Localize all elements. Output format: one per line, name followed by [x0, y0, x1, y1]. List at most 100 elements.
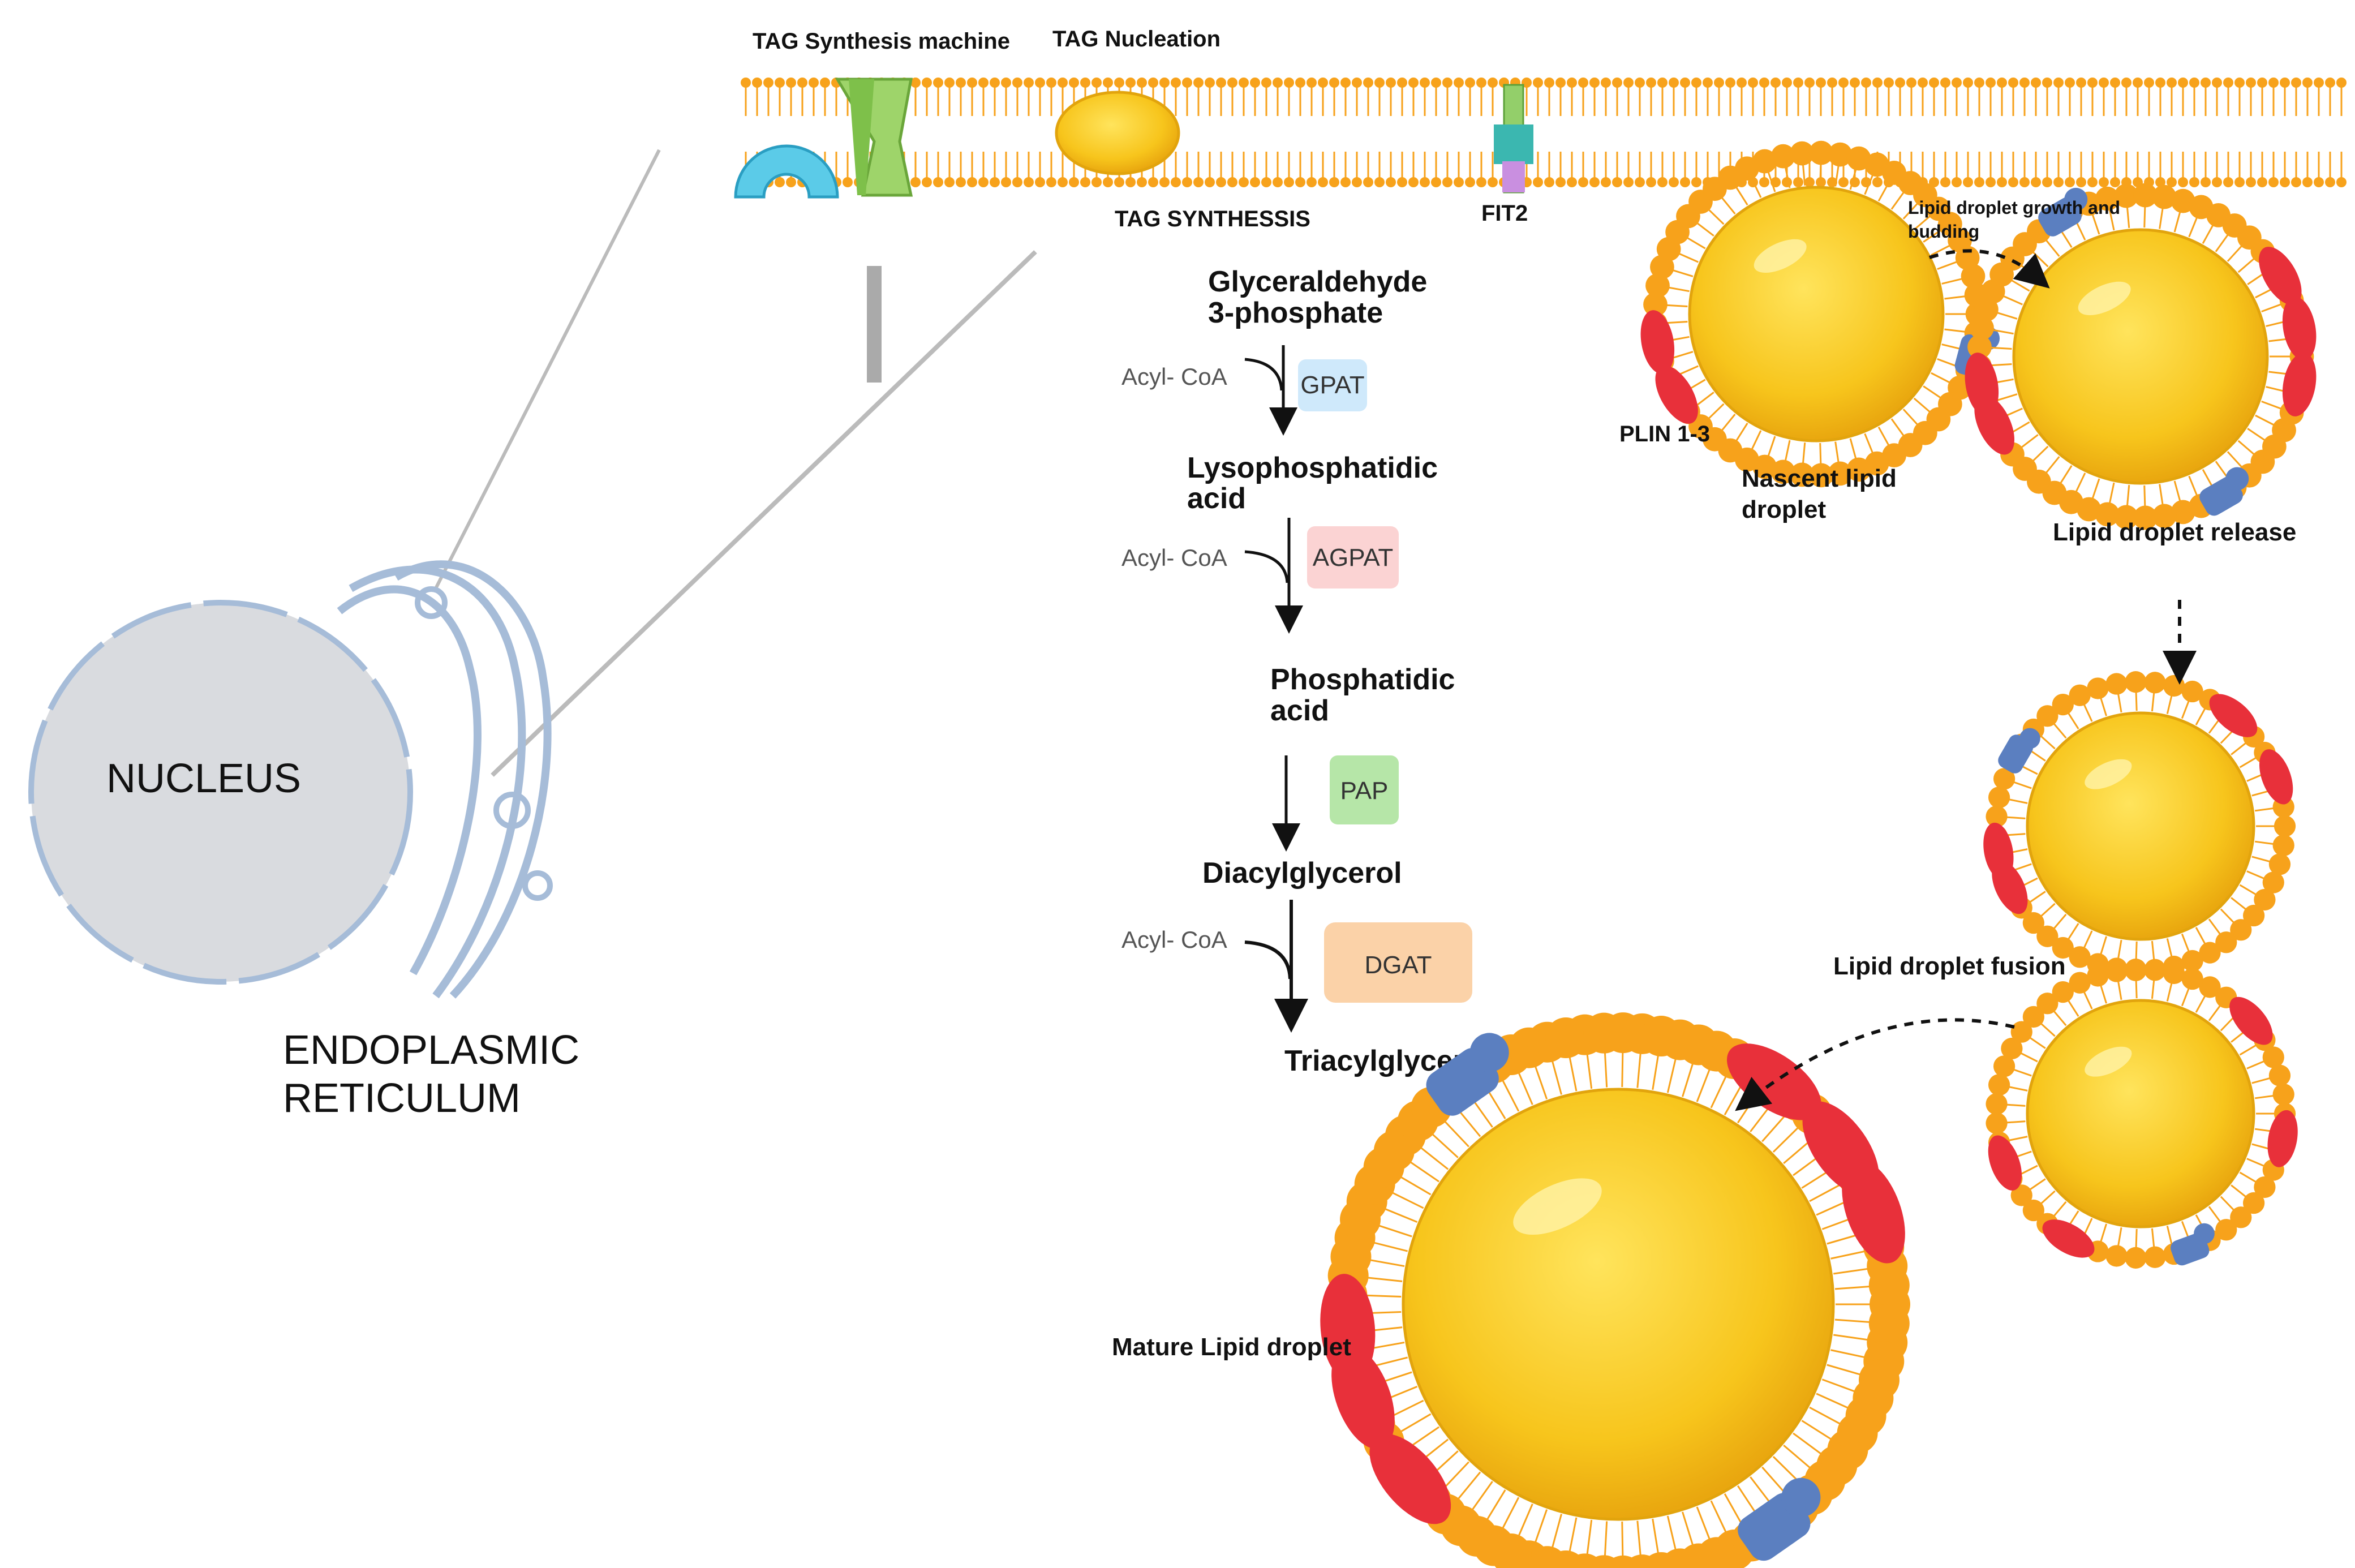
lipid-head [1533, 78, 1543, 88]
lipid-head [2230, 919, 2252, 941]
lipid-head [2171, 500, 2195, 525]
lipid-head [1227, 78, 1237, 88]
lipid-head [1993, 768, 2015, 790]
lipid-head [1809, 463, 1833, 488]
perilipin-protein [1965, 353, 1999, 416]
perilipin-protein [2209, 694, 2258, 737]
lipid-head [1091, 177, 1102, 187]
lipid-head [1970, 316, 1994, 340]
lipid-head [978, 177, 989, 187]
lipid-head [2152, 184, 2177, 209]
lipid-head [2022, 1199, 2045, 1222]
lipid-head [1816, 78, 1826, 88]
lipid-head [2099, 177, 2109, 187]
lipid-head [1431, 78, 1441, 88]
er-vesicle [522, 870, 553, 901]
perilipin-protein [1842, 1159, 1905, 1264]
lipid-head [1940, 177, 1950, 187]
pathway-g3p-line1: Glyceraldehyde [1208, 265, 1427, 298]
lipid-head [1533, 177, 1543, 187]
lipid-head [1635, 78, 1645, 88]
membrane-protein-domain [2225, 467, 2249, 491]
lipid-head [2008, 177, 2018, 187]
perilipin-protein [2042, 1219, 2095, 1258]
growth-label-line1: Lipid droplet growth and [1908, 197, 2120, 218]
lipid-head [1058, 78, 1068, 88]
lipid-head [2052, 936, 2074, 959]
lipid-head [2257, 177, 2267, 187]
acyl-coa-label: Acyl- CoA [1121, 363, 1227, 390]
lipid-head [2036, 925, 2059, 947]
lipid-head [967, 177, 977, 187]
lipid-head [1103, 78, 1113, 88]
neutral-lipid-core [2012, 228, 2269, 485]
er-vesicle [415, 586, 448, 619]
lipid-head [2052, 693, 2074, 716]
lipid-head [2052, 981, 2074, 1003]
lipid-head [1759, 78, 1769, 88]
lipid-head [1861, 78, 1871, 88]
lipid-head [1103, 177, 1113, 187]
lipid-head [1770, 459, 1795, 484]
lipid-head [2280, 78, 2290, 88]
lipid-head [1182, 78, 1192, 88]
lipid-head [1809, 140, 1833, 165]
lipid-head [2325, 177, 2335, 187]
lipid-head [1205, 78, 1215, 88]
lipid-head [1669, 78, 1679, 88]
lipid-head [967, 78, 977, 88]
tag-synthesis-enzyme [734, 144, 839, 199]
lipid-head [2065, 177, 2075, 187]
lipid-head [1589, 177, 1600, 187]
enzyme-gpat: GPAT [1300, 371, 1364, 399]
lipid-head [2125, 671, 2147, 693]
lipid-head [1307, 177, 1317, 187]
tag-synthessis-label: TAG SYNTHESSIS [1115, 207, 1310, 231]
lipid-head [1790, 462, 1815, 487]
lipid-head [1295, 78, 1305, 88]
nascent-lipid-droplet [1640, 140, 2000, 488]
lipid-head [1623, 78, 1634, 88]
lipid-head [1918, 78, 1928, 88]
lipid-head [1759, 177, 1769, 187]
lipid-head [2144, 78, 2154, 88]
lipid-head [2099, 78, 2109, 88]
lipid-head [2262, 871, 2284, 893]
lipid-head [1827, 177, 1837, 187]
lipid-head [809, 78, 819, 88]
lipid-head [1737, 78, 1747, 88]
lipid-head [1974, 177, 1984, 187]
lipid-head [797, 78, 807, 88]
lipid-head [1646, 78, 1656, 88]
lipid-head [2234, 78, 2245, 88]
zoom-line-lower [491, 250, 1037, 777]
lipid-head [956, 177, 966, 187]
lipid-head [1782, 177, 1792, 187]
tag-synthesis-channel-inner [849, 79, 874, 195]
lipid-head [2246, 78, 2256, 88]
lipid-head [1374, 177, 1385, 187]
lipid-head [1612, 78, 1622, 88]
fit2-protein-base [1502, 161, 1525, 192]
lipid-head [2325, 78, 2335, 88]
lipid-head [1024, 177, 1034, 187]
er-cisternae [337, 560, 552, 999]
core-highlight [1513, 1178, 1602, 1235]
lipid-head [1148, 177, 1158, 187]
lipid-head [1216, 78, 1226, 88]
lipid-head [786, 78, 796, 88]
lipid-head [1997, 78, 2007, 88]
lipid-head [2189, 78, 2199, 88]
lipid-head [2069, 946, 2091, 968]
lipid-head [1828, 142, 1853, 167]
lipid-head [1961, 264, 1986, 289]
lipid-head [1159, 78, 1170, 88]
lipid-head [1125, 78, 1136, 88]
lipid-head [2242, 904, 2265, 927]
lipid-head [763, 78, 773, 88]
lipid-head [2001, 1037, 2023, 1060]
lipid-head [910, 177, 921, 187]
lipid-head [1986, 805, 2008, 828]
lipid-head [2133, 183, 2158, 208]
lipid-head [1601, 177, 1611, 187]
